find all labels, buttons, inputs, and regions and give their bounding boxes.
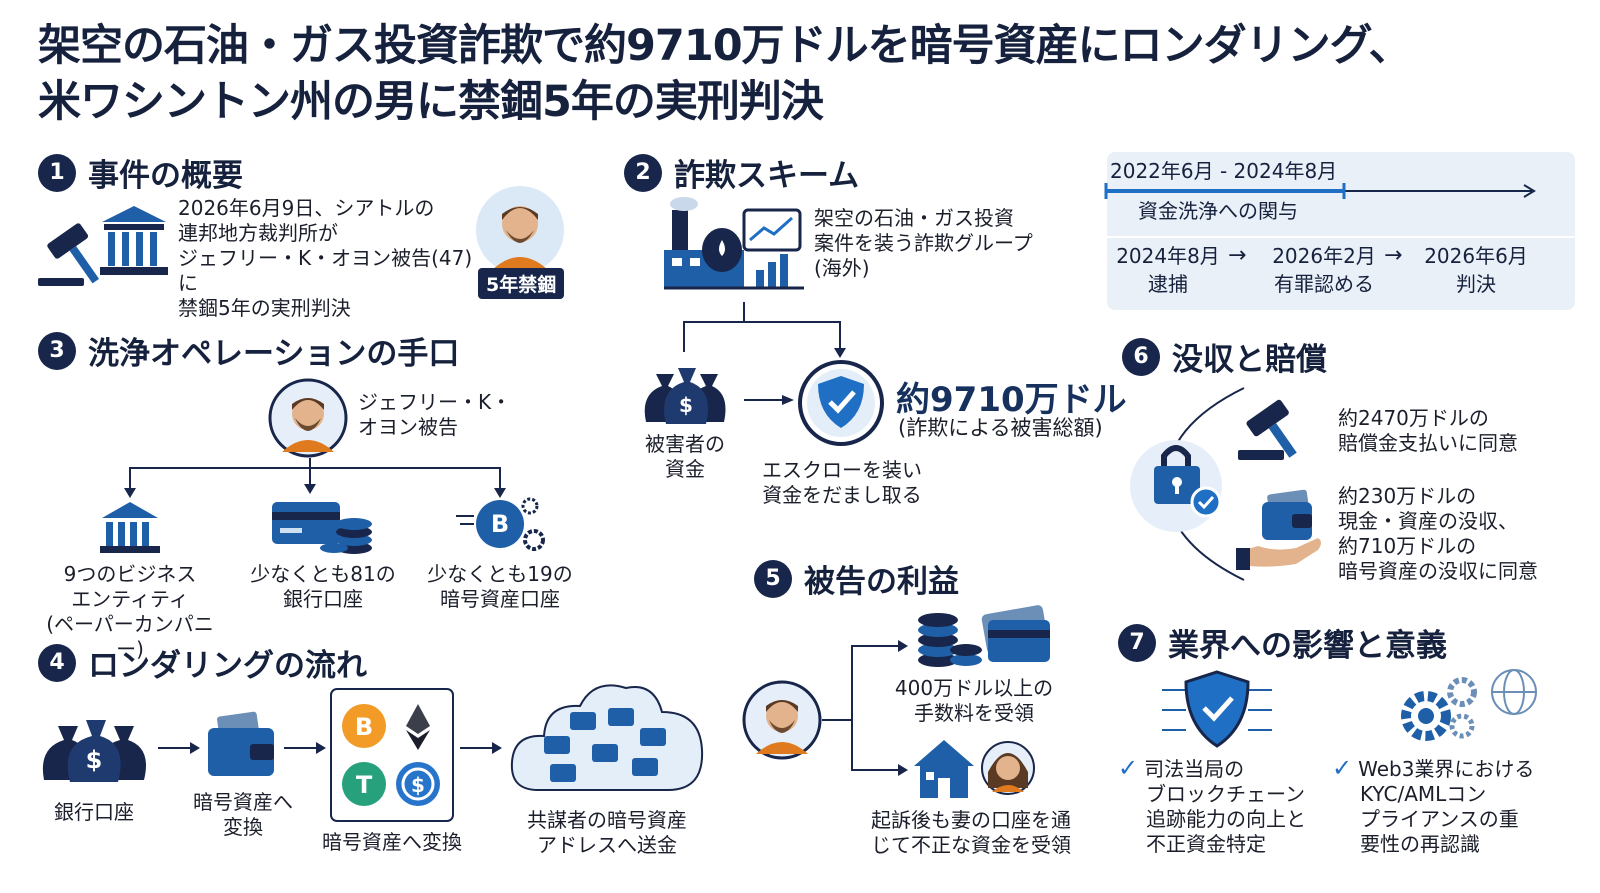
entities-label: 9つのビジネス エンティティ (ペーパーカンパニー) — [46, 562, 214, 661]
timeline-event: 2026年2月 有罪認める — [1272, 244, 1376, 296]
restitution-text: 約2470万ドルの 賠償金支払いに同意 — [1338, 406, 1518, 455]
arrow-icon — [284, 742, 326, 754]
section-number: 4 — [38, 643, 76, 682]
oil-gas-refinery-icon — [664, 197, 804, 290]
coins-card-icon — [918, 605, 1050, 667]
prisoner-avatar — [476, 186, 564, 274]
section-number: 6 — [1122, 337, 1160, 376]
timeline-range-label: 資金洗浄への関与 — [1138, 199, 1298, 223]
section-4-heading: 4 ロンダリングの流れ — [38, 640, 367, 685]
svg-text:B: B — [491, 510, 509, 538]
fraud-group-text: 架空の石油・ガス投資 案件を装う詐欺グループ (海外) — [814, 206, 1033, 280]
section-title: 没収と賠償 — [1172, 342, 1327, 378]
bank-building-icon — [100, 502, 160, 553]
wallet-icon — [208, 711, 274, 776]
timeline-panel — [1107, 152, 1575, 310]
bitcoin-gear-icon: B — [456, 497, 545, 551]
title-line-2: 米ワシントン州の男に禁錮5年の実刑判決 — [38, 77, 824, 127]
section-title: 事件の概要 — [88, 158, 243, 194]
fraud-flow-connector — [683, 302, 846, 405]
defendant-name: ジェフリー・K・ オヨン被告 — [358, 390, 512, 439]
section-1-heading: 1 事件の概要 — [38, 150, 243, 195]
flow-step-label: 銀行口座 — [54, 800, 134, 824]
section-2-heading: 2 詐欺スキーム — [624, 150, 859, 195]
check-icon: ✓ — [1118, 754, 1139, 782]
victim-funds-label: 被害者の 資金 — [645, 432, 725, 481]
arrow-icon — [158, 742, 200, 754]
money-bags-icon: $ — [644, 368, 726, 424]
svg-text:B: B — [355, 713, 373, 741]
arrow-icon: → — [1228, 243, 1247, 268]
title-line-1: 架空の石油・ガス投資詐欺で約9710万ドルを暗号資産にロンダリング、 — [38, 21, 1412, 71]
total-damage-note: (詐欺による被害総額) — [898, 416, 1103, 440]
flow-step-label: 暗号資産へ変換 — [322, 830, 462, 854]
defendant-avatar — [268, 378, 348, 458]
flow-step-label: 暗号資産へ 変換 — [193, 790, 293, 839]
house-wife-icon — [914, 740, 1035, 798]
shield-check-icon — [798, 360, 884, 446]
section-7-heading: 7 業界への影響と意義 — [1118, 620, 1447, 665]
defendant-avatar — [742, 680, 822, 760]
section-number: 5 — [754, 559, 792, 598]
impact-point-1: ✓司法当局の ブロックチェーン 追跡能力の向上と 不正資金特定 — [1118, 754, 1306, 857]
credit-card-coins-icon — [272, 502, 372, 554]
arrow-icon — [460, 742, 502, 754]
svg-text:T: T — [356, 771, 373, 799]
profit-connector — [822, 640, 908, 776]
section-6-heading: 6 没収と賠償 — [1122, 334, 1327, 379]
operation-connector — [124, 458, 506, 498]
section-number: 1 — [38, 153, 76, 192]
section-title: 被告の利益 — [804, 564, 959, 600]
page-title: 架空の石油・ガス投資詐欺で約9710万ドルを暗号資産にロンダリング、 米ワシント… — [38, 18, 1578, 130]
impact-point-2: ✓Web3業界における KYC/AMLコン プライアンスの重 要性の再認識 — [1332, 754, 1535, 857]
section-5-heading: 5 被告の利益 — [754, 556, 959, 601]
section-number: 3 — [38, 331, 76, 370]
timeline-arrow — [1104, 183, 1536, 199]
arrow-icon: → — [1384, 243, 1403, 268]
section-number: 2 — [624, 153, 662, 192]
section-title: 洗浄オペレーションの手口 — [88, 336, 460, 372]
shield-circuit-icon — [1162, 670, 1272, 748]
timeline-range: 2022年6月 - 2024年8月 — [1110, 159, 1338, 183]
section-3-heading: 3 洗浄オペレーションの手口 — [38, 328, 459, 373]
hand-wallet-icon — [1236, 489, 1321, 570]
money-bags-icon: $ — [42, 720, 146, 782]
gavel-courthouse-icon — [38, 206, 168, 286]
timeline-divider — [1085, 236, 1575, 238]
forfeiture-text: 約230万ドルの 現金・資産の没収、 約710万ドルの 暗号資産の没収に同意 — [1338, 484, 1538, 583]
fee-label: 400万ドル以上の 手数料を受領 — [894, 676, 1054, 725]
gears-globe-icon — [1401, 669, 1537, 741]
sentence-badge: 5年禁錮 — [478, 268, 565, 299]
crypto-coins-box: B T $ — [330, 688, 454, 822]
lock-check-icon — [1130, 387, 1245, 581]
timeline-event: 2026年6月 判決 — [1424, 244, 1528, 296]
wife-account-label: 起訴後も妻の口座を通 じて不正な資金を受領 — [871, 808, 1071, 857]
gavel-icon — [1238, 399, 1297, 460]
check-icon: ✓ — [1332, 754, 1353, 782]
svg-text:$: $ — [86, 746, 103, 774]
crypto-accounts-label: 少なくとも19の 暗号資産口座 — [427, 562, 573, 611]
case-summary-text: 2026年6月9日、シアトルの 連邦地方裁判所が ジェフリー・K・オヨン被告(4… — [178, 196, 473, 320]
flow-step-label: 共謀者の暗号資産 アドレスへ送金 — [527, 808, 687, 857]
svg-text:$: $ — [679, 393, 693, 417]
section-title: 詐欺スキーム — [674, 158, 860, 194]
escrow-label: エスクローを装い 資金をだまし取る — [762, 458, 922, 507]
section-title: ロンダリングの流れ — [88, 648, 367, 684]
section-title: 業界への影響と意義 — [1168, 628, 1447, 664]
svg-text:$: $ — [411, 773, 425, 797]
timeline-event: 2024年8月 逮捕 — [1116, 244, 1220, 296]
section-number: 7 — [1118, 623, 1156, 662]
bank-accounts-label: 少なくとも81の 銀行口座 — [250, 562, 396, 611]
cloud-wallets-icon — [510, 684, 704, 791]
total-damage-amount: 約9710万ドル — [896, 380, 1127, 420]
